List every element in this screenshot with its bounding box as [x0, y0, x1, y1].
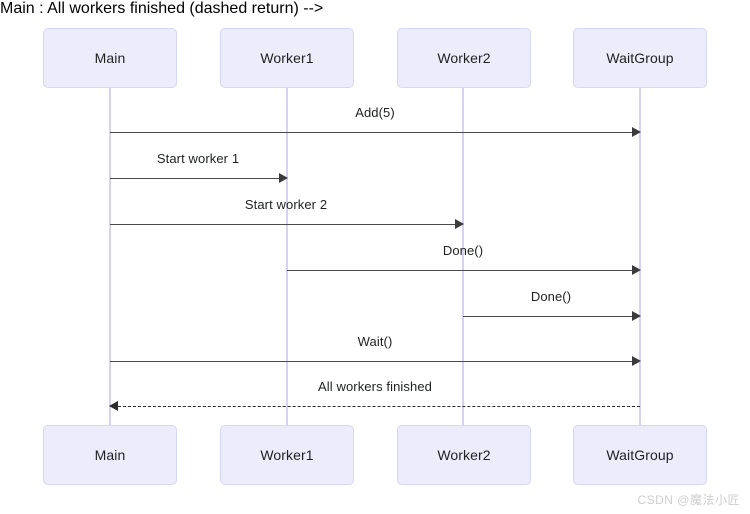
lifeline-main — [109, 88, 111, 425]
lifeline-waitgroup — [639, 88, 641, 425]
message-line-add — [110, 132, 632, 133]
arrowhead-right-icon — [632, 356, 641, 366]
message-line-wait — [110, 361, 632, 362]
watermark: CSDN @魔法小匠 — [637, 493, 740, 507]
message-line-start-worker-1 — [110, 178, 279, 179]
arrowhead-right-icon — [455, 219, 464, 229]
message-label-start-worker-1: Start worker 1 — [156, 151, 240, 166]
actor-label: Worker1 — [260, 50, 314, 66]
actor-label: WaitGroup — [606, 50, 674, 66]
arrowhead-right-icon — [632, 265, 641, 275]
message-label-wait: Wait() — [357, 334, 393, 349]
message-label-start-worker-2: Start worker 2 — [244, 197, 328, 212]
actor-label: Main — [94, 50, 126, 66]
lifeline-worker2 — [462, 88, 464, 425]
message-line-all-workers-finished — [118, 406, 640, 407]
message-label-add: Add(5) — [355, 105, 395, 120]
actor-box-bottom-main[interactable]: Main — [43, 425, 177, 485]
actor-box-bottom-worker1[interactable]: Worker1 — [220, 425, 354, 485]
lifeline-worker1 — [286, 88, 288, 425]
actor-label: Worker2 — [437, 50, 491, 66]
actor-box-top-worker1[interactable]: Worker1 — [220, 28, 354, 88]
actor-box-bottom-worker2[interactable]: Worker2 — [397, 425, 531, 485]
arrowhead-left-icon — [109, 401, 118, 411]
actor-box-top-worker2[interactable]: Worker2 — [397, 28, 531, 88]
actor-box-bottom-waitgroup[interactable]: WaitGroup — [573, 425, 707, 485]
actor-box-top-main[interactable]: Main — [43, 28, 177, 88]
message-label-done-worker1: Done() — [442, 243, 484, 258]
actor-label: WaitGroup — [606, 447, 674, 463]
actor-label: Worker2 — [437, 447, 491, 463]
arrowhead-right-icon — [632, 311, 641, 321]
message-line-done-worker2 — [463, 316, 632, 317]
message-label-done-worker2: Done() — [530, 289, 572, 304]
message-label-all-workers-finished: All workers finished — [318, 379, 432, 394]
actor-label: Main — [94, 447, 126, 463]
message-line-done-worker1 — [287, 270, 632, 271]
arrowhead-right-icon — [632, 127, 641, 137]
actor-box-top-waitgroup[interactable]: WaitGroup — [573, 28, 707, 88]
arrowhead-right-icon — [279, 173, 288, 183]
actor-label: Worker1 — [260, 447, 314, 463]
message-line-start-worker-2 — [110, 224, 455, 225]
